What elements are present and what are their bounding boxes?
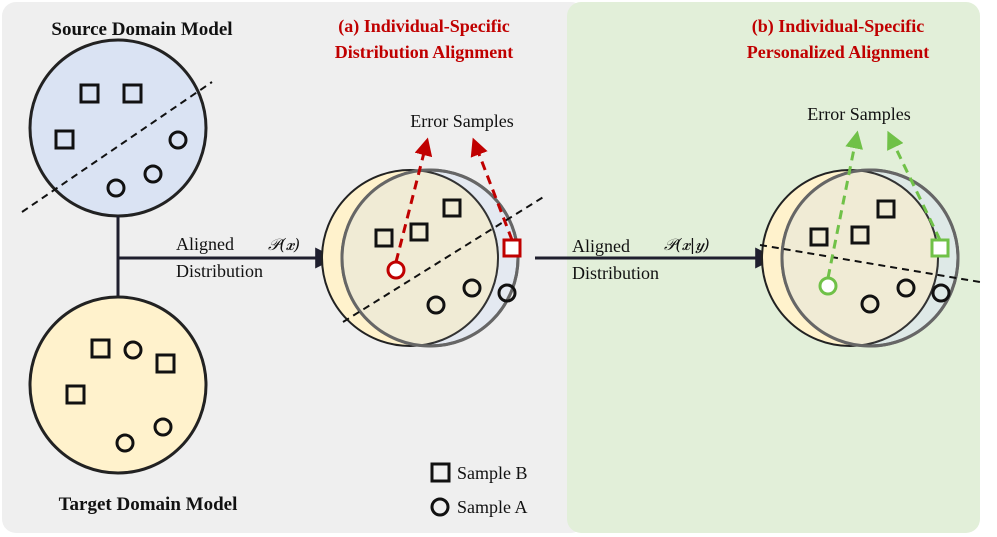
panel-a-decision-boundary (342, 195, 546, 323)
source-domain-title: Source Domain Model (51, 19, 232, 40)
arrow2-label-distribution: Distribution (572, 263, 659, 283)
panel-b-error-square (930, 238, 950, 258)
sample-b-square (65, 384, 86, 405)
panel-a-title-line2: Distribution Alignment (335, 42, 514, 62)
sample-b-square (374, 228, 394, 248)
arrow1-label-distribution: Distribution (176, 261, 263, 281)
sample-b-square (79, 83, 100, 104)
panel-a-error-samples-label: Error Samples (410, 111, 513, 131)
panel-b-title-line1: (b) Individual-Specific (752, 16, 925, 37)
sample-b-square (876, 199, 896, 219)
sample-a-circle (497, 283, 517, 303)
sample-a-circle (106, 178, 126, 198)
legend: Sample B Sample A (430, 462, 528, 517)
panel-b-error-arrow-2 (887, 130, 942, 241)
sample-a-circle (115, 433, 135, 453)
panel-b-decision-boundary (759, 244, 981, 283)
target-domain-title: Target Domain Model (59, 494, 238, 515)
sample-a-circle (153, 417, 173, 437)
panel-b-title-line2: Personalized Alignment (747, 42, 930, 62)
sample-b-square (90, 338, 111, 359)
panel-b-error-circle (818, 276, 838, 296)
panel-b-samples (809, 199, 951, 314)
arrow2-label-aligned: Aligned (572, 236, 630, 256)
panel-b-error-arrow-1 (826, 130, 863, 279)
arrow1-formula: 𝒫(𝒙) (268, 235, 300, 254)
panel-a-error-square (502, 238, 522, 258)
target-domain-circle (28, 295, 208, 475)
target-samples (65, 338, 176, 453)
sample-a-circle (462, 278, 482, 298)
panel-a-error-arrow-1 (394, 137, 433, 263)
panel-b-error-samples-label: Error Samples (807, 104, 910, 124)
sample-b-square (122, 83, 143, 104)
legend-circle-label: Sample A (457, 497, 528, 517)
legend-square-icon (430, 462, 451, 483)
panel-a-samples (374, 198, 517, 315)
sample-a-circle (123, 340, 143, 360)
aligned-model-b (761, 168, 960, 348)
sample-a-circle (896, 278, 916, 298)
sample-a-circle (426, 295, 446, 315)
sample-b-square (850, 225, 870, 245)
legend-circle-icon (430, 497, 450, 517)
sample-b-square (409, 222, 429, 242)
arrow1-label-aligned: Aligned (176, 234, 234, 254)
arrow2-formula: 𝒫(𝒙|𝒚) (664, 235, 710, 254)
sample-b-square (54, 129, 75, 150)
panel-a-error-arrow-2 (470, 137, 514, 241)
aligned-model-a (321, 168, 520, 348)
source-samples (54, 83, 188, 198)
panel-a-error-circle (386, 260, 406, 280)
sample-b-square (809, 227, 829, 247)
sample-b-square (442, 198, 462, 218)
panel-a-title-line1: (a) Individual-Specific (338, 16, 510, 37)
sample-a-circle (168, 130, 188, 150)
legend-square-label: Sample B (457, 463, 528, 483)
overlap-region-a (342, 170, 498, 346)
sample-a-circle (860, 294, 880, 314)
sample-a-circle (931, 283, 951, 303)
source-decision-boundary (21, 81, 213, 213)
sample-b-square (155, 353, 176, 374)
sample-a-circle (143, 164, 163, 184)
